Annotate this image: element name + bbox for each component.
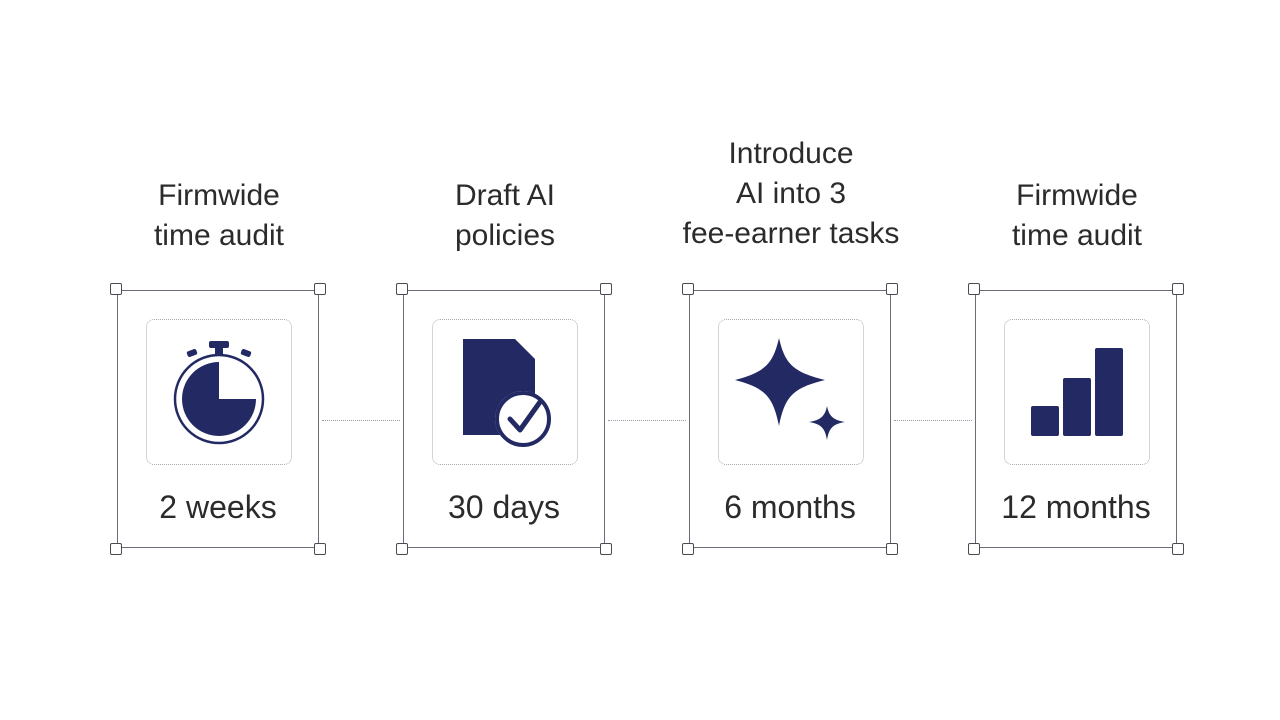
- step-duration: 12 months: [1001, 489, 1151, 525]
- document-check-icon: [463, 339, 551, 447]
- step-title: Draft AI policies: [353, 176, 657, 256]
- corner-handle: [886, 543, 898, 555]
- step-title: Introduce AI into 3 fee-earner tasks: [639, 134, 943, 254]
- stopwatch-icon: [173, 341, 265, 445]
- step-title-line: Firmwide: [1016, 179, 1138, 212]
- step-title-line: Draft AI: [454, 179, 556, 212]
- step-title-line: time audit: [1011, 219, 1143, 252]
- step-title-line: Introduce: [728, 137, 854, 170]
- corner-handle: [600, 543, 612, 555]
- step-title-line: policies: [454, 219, 556, 252]
- connector-2-3: [608, 420, 686, 421]
- step-duration: 2 weeks: [159, 489, 277, 525]
- step-title-line: AI into 3: [735, 177, 847, 210]
- corner-handle: [1172, 543, 1184, 555]
- sparkle-icon: [735, 338, 845, 440]
- step-title-line: fee-earner tasks: [682, 217, 900, 250]
- step-duration: 6 months: [724, 489, 856, 525]
- corner-handle: [1172, 283, 1184, 295]
- corner-handle: [314, 283, 326, 295]
- icon-frame: [1004, 319, 1150, 465]
- step-card: 6 months: [682, 283, 898, 555]
- icon-frame: [718, 319, 864, 465]
- corner-handle: [396, 543, 408, 555]
- corner-handle: [110, 283, 122, 295]
- corner-handle: [886, 283, 898, 295]
- corner-handle: [600, 283, 612, 295]
- step-card: 2 weeks: [110, 283, 326, 555]
- connector-1-2: [322, 420, 400, 421]
- icon-frame: [432, 319, 578, 465]
- bar-chart-icon: [1031, 348, 1123, 436]
- corner-handle: [682, 283, 694, 295]
- corner-handle: [314, 543, 326, 555]
- step-card: 12 months: [968, 283, 1184, 555]
- icon-frame: [146, 319, 292, 465]
- corner-handle: [682, 543, 694, 555]
- corner-handle: [968, 283, 980, 295]
- connector-3-4: [894, 420, 972, 421]
- step-title-line: Firmwide: [158, 179, 280, 212]
- step-title: Firmwide time audit: [925, 176, 1229, 256]
- step-duration: 30 days: [447, 489, 561, 525]
- corner-handle: [968, 543, 980, 555]
- corner-handle: [396, 283, 408, 295]
- corner-handle: [110, 543, 122, 555]
- step-title: Firmwide time audit: [67, 176, 371, 256]
- step-card: 30 days: [396, 283, 612, 555]
- step-title-line: time audit: [153, 219, 285, 252]
